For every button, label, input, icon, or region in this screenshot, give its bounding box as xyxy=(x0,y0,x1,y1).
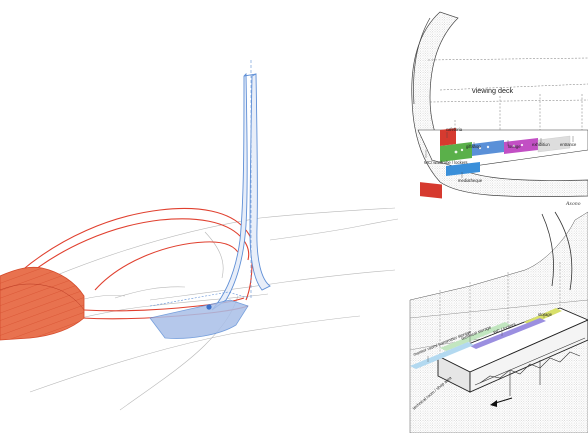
wc-label: WC/ wardrobe / lockers xyxy=(424,160,468,165)
giftshop-label: giftshop xyxy=(466,144,481,149)
axono-tag: Axono xyxy=(565,201,581,207)
cafeteria-block xyxy=(440,128,456,146)
lounge-label: lounge xyxy=(508,144,521,149)
location-marker xyxy=(206,304,212,310)
exhibition-block xyxy=(504,138,538,154)
red-deck-segment xyxy=(0,266,85,341)
entrance-block xyxy=(537,135,571,153)
viewing-deck-label: viewing deck xyxy=(472,86,514,95)
wc-lockers-strip xyxy=(470,318,546,349)
technical-storage-strip xyxy=(440,322,511,351)
entry-arrow-icon xyxy=(490,397,513,407)
exhibition-label: exhibition xyxy=(532,142,550,147)
technical-axonometric: storage WC / lockers technical storage m… xyxy=(409,211,588,433)
mediatheque-label: mediatheque xyxy=(458,178,483,183)
storage-label: storage xyxy=(538,312,553,317)
interior-axonometric: viewing deck cafeteria giftshop lounge e… xyxy=(411,11,588,207)
blue-platform xyxy=(149,291,249,339)
truss xyxy=(474,337,586,396)
monitor-room-strip xyxy=(410,342,474,369)
main-axonometric xyxy=(0,60,399,411)
mediatheque-block xyxy=(446,162,480,176)
blue-tower xyxy=(211,60,271,311)
cafeteria-label: cafeteria xyxy=(446,127,463,132)
wc-block xyxy=(420,182,442,199)
entrance-label: entrance xyxy=(560,142,577,147)
